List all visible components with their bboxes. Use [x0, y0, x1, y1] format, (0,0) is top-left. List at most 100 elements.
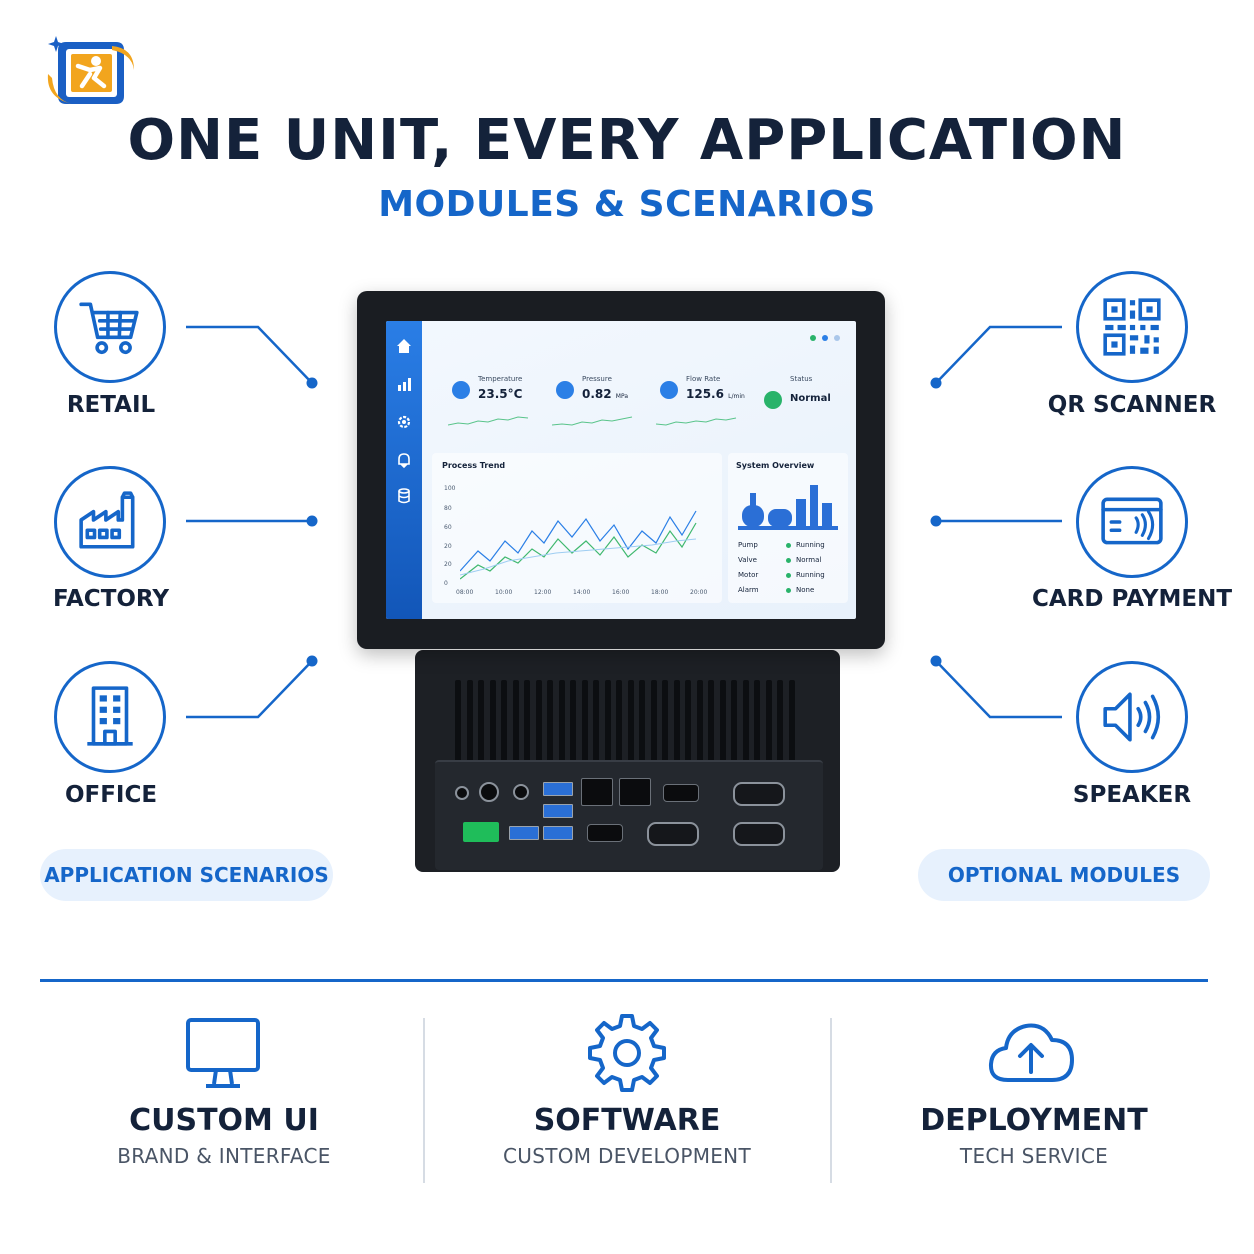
heatsink-fin: [696, 680, 703, 780]
ethernet-port-1[interactable]: [581, 778, 613, 806]
heatsink-fin: [466, 680, 473, 780]
status-dot: [786, 573, 791, 578]
status-dot-1: [810, 335, 816, 341]
heatsink-fin: [501, 680, 507, 780]
check-icon: [764, 391, 782, 409]
kpi-value: Normal: [790, 393, 831, 404]
usb-port-1[interactable]: [543, 782, 573, 796]
heatsink-fin: [765, 680, 772, 780]
bell-icon[interactable]: [395, 451, 413, 469]
serial-port-2[interactable]: [647, 822, 699, 846]
kpi-sparkline: [552, 416, 633, 426]
speaker-icon: [1103, 692, 1161, 742]
serial-port-1[interactable]: [733, 782, 785, 806]
page-subtitle: MODULES & SCENARIOS: [378, 184, 876, 225]
x-tick: 14:00: [573, 589, 591, 596]
factory-circle[interactable]: [54, 466, 166, 578]
system-row-state: None: [796, 586, 815, 594]
x-tick: 20:00: [690, 589, 708, 596]
heatsink-fin: [627, 680, 634, 780]
kpi-sparkline: [448, 416, 529, 426]
bar-chart-icon[interactable]: [395, 375, 413, 393]
system-row-name: Alarm: [738, 586, 759, 594]
kpi-label: Status: [790, 375, 813, 383]
ethernet-port-2[interactable]: [619, 778, 651, 806]
kpi-pressure: Pressure 0.82 MPa: [542, 365, 642, 437]
kpi-status: Status Normal: [750, 365, 850, 437]
heatsink-fin: [478, 680, 484, 780]
application-scenarios-pill[interactable]: APPLICATION SCENARIOS: [40, 849, 333, 901]
software-title: SOFTWARE: [533, 1103, 721, 1138]
io-panel: [435, 760, 823, 870]
dashboard-screen[interactable]: Temperature 23.5°C Pressure 0.82 MPa Flo…: [386, 321, 856, 619]
section-divider: [40, 979, 1208, 982]
column-separator: [830, 1018, 832, 1183]
hdmi-port-2[interactable]: [587, 824, 623, 842]
monitor-icon: [186, 1018, 260, 1088]
heatsink-fin: [685, 680, 691, 780]
process-trend-title: Process Trend: [442, 461, 506, 470]
custom-ui-subtitle: BRAND & INTERFACE: [117, 1144, 331, 1168]
system-row-state: Running: [796, 571, 825, 579]
y-tick: 20: [444, 561, 452, 568]
heatsink-fin: [547, 680, 553, 780]
connector-qr: [935, 325, 1062, 384]
kpi-flow-rate: Flow Rate 125.6 L/min: [646, 365, 746, 437]
thermometer-icon: [452, 381, 470, 399]
x-tick: 16:00: [612, 589, 630, 596]
heatsink-fin: [639, 680, 645, 780]
status-dot-2: [822, 335, 828, 341]
office-circle[interactable]: [54, 661, 166, 773]
x-tick: 12:00: [534, 589, 552, 596]
settings-icon[interactable]: [395, 413, 413, 431]
trend-lines: [460, 510, 697, 580]
heatsink-fin: [788, 680, 795, 780]
heatsink-fin: [581, 680, 588, 780]
card-payment-circle[interactable]: [1076, 466, 1188, 578]
deployment-subtitle: TECH SERVICE: [959, 1144, 1109, 1168]
office-label: OFFICE: [64, 782, 158, 808]
card-payment-label: CARD PAYMENT: [1031, 586, 1233, 612]
retail-circle[interactable]: [54, 271, 166, 383]
dashboard-sidebar: [386, 321, 422, 619]
heatsink-fin: [558, 680, 565, 780]
speaker-circle[interactable]: [1076, 661, 1188, 773]
qr-scanner-circle[interactable]: [1076, 271, 1188, 383]
y-tick: 60: [444, 524, 452, 531]
x-tick: 18:00: [651, 589, 669, 596]
usb-port-3[interactable]: [543, 826, 573, 840]
custom-ui-title: CUSTOM UI: [129, 1103, 319, 1138]
heatsink-fin: [524, 680, 530, 780]
page-title: ONE UNIT, EVERY APPLICATION: [127, 108, 1127, 173]
heatsink-fin: [455, 680, 461, 780]
usb-port-2[interactable]: [543, 804, 573, 818]
audio-jack[interactable]: [513, 784, 529, 800]
software-subtitle: CUSTOM DEVELOPMENT: [503, 1144, 751, 1168]
heatsink-fin: [742, 680, 749, 780]
logo-icon: [47, 36, 134, 104]
hdmi-port-1[interactable]: [663, 784, 699, 802]
system-row-name: Pump: [738, 541, 758, 549]
status-dot: [786, 588, 791, 593]
usb-port-4[interactable]: [509, 826, 539, 840]
box-pc: [415, 650, 840, 872]
serial-port-3[interactable]: [733, 822, 785, 846]
shopping-cart-icon: [79, 302, 139, 355]
heatsink-fin: [489, 680, 496, 780]
heatsink-fin: [662, 680, 668, 780]
database-icon[interactable]: [395, 487, 413, 505]
retail-label: RETAIL: [66, 392, 156, 418]
kpi-label: Temperature: [478, 375, 523, 383]
system-row-name: Valve: [738, 556, 757, 564]
touch-monitor: Temperature 23.5°C Pressure 0.82 MPa Flo…: [357, 291, 885, 649]
system-row-state: Normal: [796, 556, 822, 564]
optional-modules-pill[interactable]: OPTIONAL MODULES: [918, 849, 1210, 901]
kpi-temperature: Temperature 23.5°C: [438, 365, 538, 437]
terminal-block: [463, 822, 499, 842]
status-dot: [786, 558, 791, 563]
y-tick: 80: [444, 505, 452, 512]
power-button[interactable]: [479, 782, 499, 802]
home-icon[interactable]: [395, 337, 413, 355]
y-tick: 20: [444, 543, 452, 550]
cloud-upload-icon: [988, 1023, 1074, 1082]
